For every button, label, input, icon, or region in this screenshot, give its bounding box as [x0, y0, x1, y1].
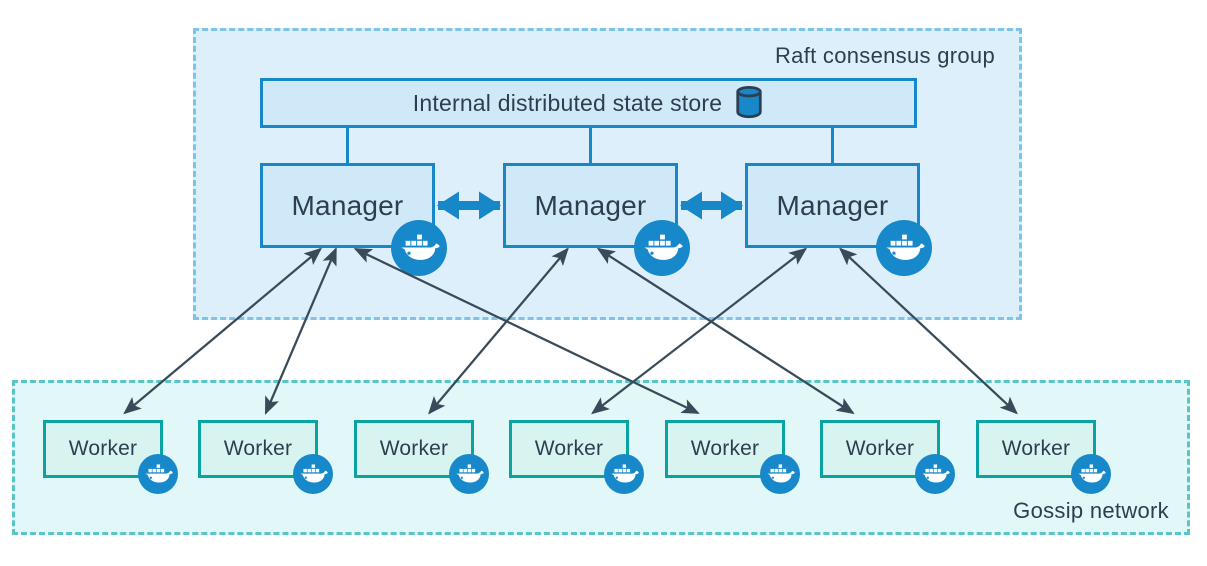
docker-whale-icon [401, 234, 440, 260]
docker-whale-icon [300, 464, 328, 483]
docker-whale-badge [138, 454, 178, 494]
docker-whale-icon [145, 464, 173, 483]
worker-box: Worker [820, 420, 955, 494]
docker-whale-icon [767, 464, 795, 483]
worker-label: Worker [1001, 437, 1071, 460]
worker-box: Worker [509, 420, 644, 494]
gossip-network-label: Gossip network [1013, 498, 1169, 523]
docker-whale-icon [644, 234, 683, 260]
worker-label: Worker [534, 437, 604, 460]
docker-whale-badge [604, 454, 644, 494]
docker-whale-icon [611, 464, 639, 483]
worker-label: Worker [68, 437, 138, 460]
docker-whale-icon [456, 464, 484, 483]
raft-consensus-group-label: Raft consensus group [774, 43, 995, 68]
state-store-label: Internal distributed state store [412, 89, 723, 116]
docker-whale-icon [886, 234, 925, 260]
docker-whale-badge [915, 454, 955, 494]
worker-label: Worker [379, 437, 449, 460]
worker-box: Worker [43, 420, 178, 494]
docker-whale-badge [449, 454, 489, 494]
docker-whale-icon [1078, 464, 1106, 483]
state-store-box: Internal distributed state store [260, 78, 917, 128]
worker-box: Worker [976, 420, 1111, 494]
manager-label: Manager [776, 189, 889, 221]
docker-whale-badge [760, 454, 800, 494]
manager-box: Manager [503, 163, 690, 276]
docker-whale-badge [391, 220, 447, 276]
docker-whale-badge [634, 220, 690, 276]
database-cylinder-icon [734, 85, 764, 124]
worker-label: Worker [690, 437, 760, 460]
docker-whale-badge [293, 454, 333, 494]
worker-box: Worker [354, 420, 489, 494]
manager-box: Manager [745, 163, 932, 276]
worker-label: Worker [845, 437, 915, 460]
worker-box: Worker [665, 420, 800, 494]
manager-box: Manager [260, 163, 447, 276]
worker-label: Worker [223, 437, 293, 460]
docker-whale-badge [876, 220, 932, 276]
docker-whale-badge [1071, 454, 1111, 494]
docker-whale-icon [922, 464, 950, 483]
manager-label: Manager [291, 189, 404, 221]
manager-label: Manager [534, 189, 647, 221]
worker-box: Worker [198, 420, 333, 494]
